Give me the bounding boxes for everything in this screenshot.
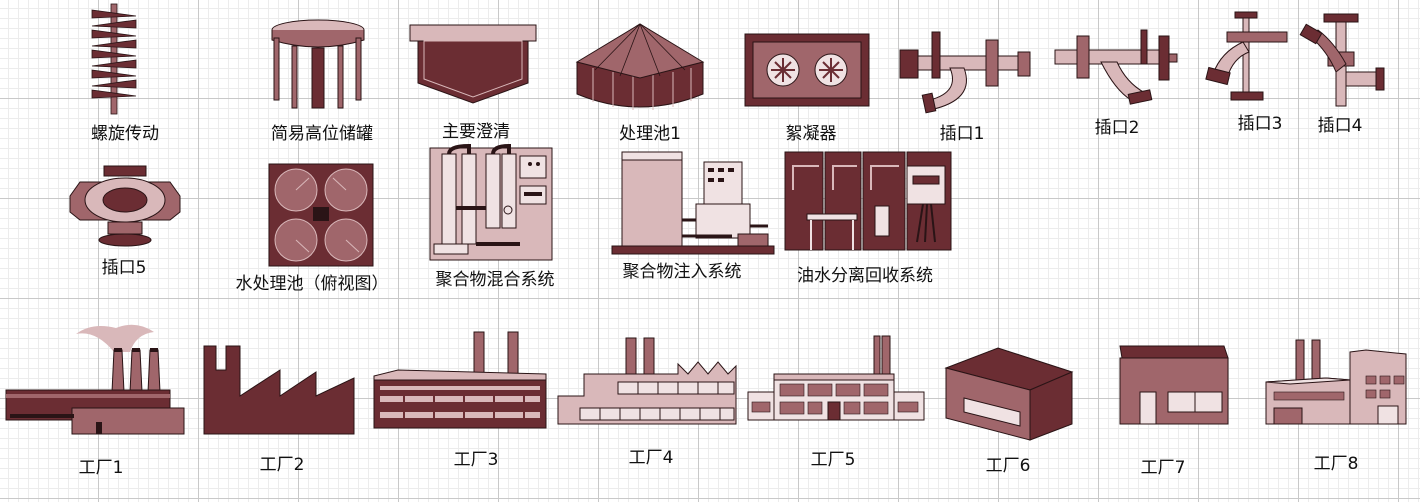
factory-icon [373, 331, 547, 429]
factory-icon [1119, 345, 1229, 425]
factory-4-label: 工厂4 [628, 448, 674, 468]
factory-8[interactable] [1265, 338, 1410, 426]
factory-1-label: 工厂1 [78, 458, 124, 478]
factory-icon [944, 347, 1074, 441]
factory-icon [747, 335, 925, 421]
treatment-tank-label: 处理池1 [619, 124, 681, 144]
pipe-connector-icon [69, 165, 181, 247]
polymer-injection-system-label: 聚合物注入系统 [622, 262, 742, 282]
oil-water-separator-icon [784, 151, 952, 251]
factory-icon [557, 337, 737, 425]
pipe-connector-icon [899, 31, 1031, 114]
polymer-mixing-system-label: 聚合物混合系统 [435, 270, 555, 290]
factory-7-label: 工厂7 [1140, 458, 1186, 478]
pipe-connector-3[interactable] [1203, 11, 1289, 106]
treatment-tank[interactable] [575, 22, 705, 114]
factory-5-label: 工厂5 [810, 450, 856, 470]
spiral-conveyor[interactable] [90, 3, 138, 115]
factory-3[interactable] [373, 330, 547, 430]
factory-3-label: 工厂3 [453, 450, 499, 470]
pipe-connector-icon [1054, 29, 1178, 105]
factory-6-label: 工厂6 [985, 456, 1031, 476]
oil-water-separator-label: 油水分离回收系统 [797, 266, 933, 286]
pipe-connector-1-label: 插口1 [939, 124, 985, 144]
polymer-mixing-system-icon [429, 143, 553, 261]
flocculator-label: 絮凝器 [785, 124, 837, 144]
factory-8-label: 工厂8 [1313, 454, 1359, 474]
pipe-connector-2[interactable] [1054, 26, 1179, 108]
pipe-connector-3-label: 插口3 [1237, 114, 1283, 134]
polymer-injection-system[interactable] [611, 150, 775, 256]
factory-5[interactable] [747, 334, 925, 422]
water-tank-top-view-icon [268, 163, 374, 267]
factory-2-label: 工厂2 [259, 455, 305, 475]
primary-clarifier[interactable] [409, 24, 537, 105]
water-tank-top-view-label: 水处理池（俯视图） [235, 274, 389, 294]
factory-7[interactable] [1119, 345, 1230, 426]
spiral-conveyor-label: 螺旋传动 [91, 124, 159, 144]
factory-icon [5, 324, 185, 435]
factory-6[interactable] [944, 347, 1074, 442]
spiral-conveyor-icon [91, 3, 137, 115]
flocculator-icon [744, 33, 870, 107]
elevated-tank[interactable] [268, 18, 368, 112]
factory-4[interactable] [557, 336, 738, 426]
water-tank-top-view[interactable] [268, 163, 374, 267]
polymer-mixing-system[interactable] [429, 143, 553, 261]
elevated-tank-icon [271, 19, 365, 109]
pipe-connector-4[interactable] [1299, 12, 1386, 108]
primary-clarifier-label: 主要澄清 [442, 122, 510, 142]
pipe-connector-2-label: 插口2 [1094, 118, 1140, 138]
flocculator[interactable] [744, 33, 870, 107]
treatment-tank-icon [575, 23, 705, 110]
factory-icon [1265, 339, 1407, 425]
pipe-connector-5-label: 插口5 [101, 258, 147, 278]
pipe-connector-4-label: 插口4 [1317, 116, 1363, 136]
factory-2[interactable] [203, 344, 356, 435]
polymer-injection-system-icon [611, 151, 775, 255]
elevated-tank-label: 简易高位储罐 [271, 124, 373, 144]
pipe-connector-icon [1205, 11, 1288, 101]
pipe-connector-1[interactable] [899, 30, 1032, 114]
pipe-connector-icon [1299, 13, 1385, 107]
factory-icon [203, 345, 355, 435]
factory-1[interactable] [5, 322, 186, 436]
primary-clarifier-icon [409, 24, 537, 104]
oil-water-separator[interactable] [784, 151, 952, 251]
pipe-connector-5[interactable] [69, 160, 181, 248]
